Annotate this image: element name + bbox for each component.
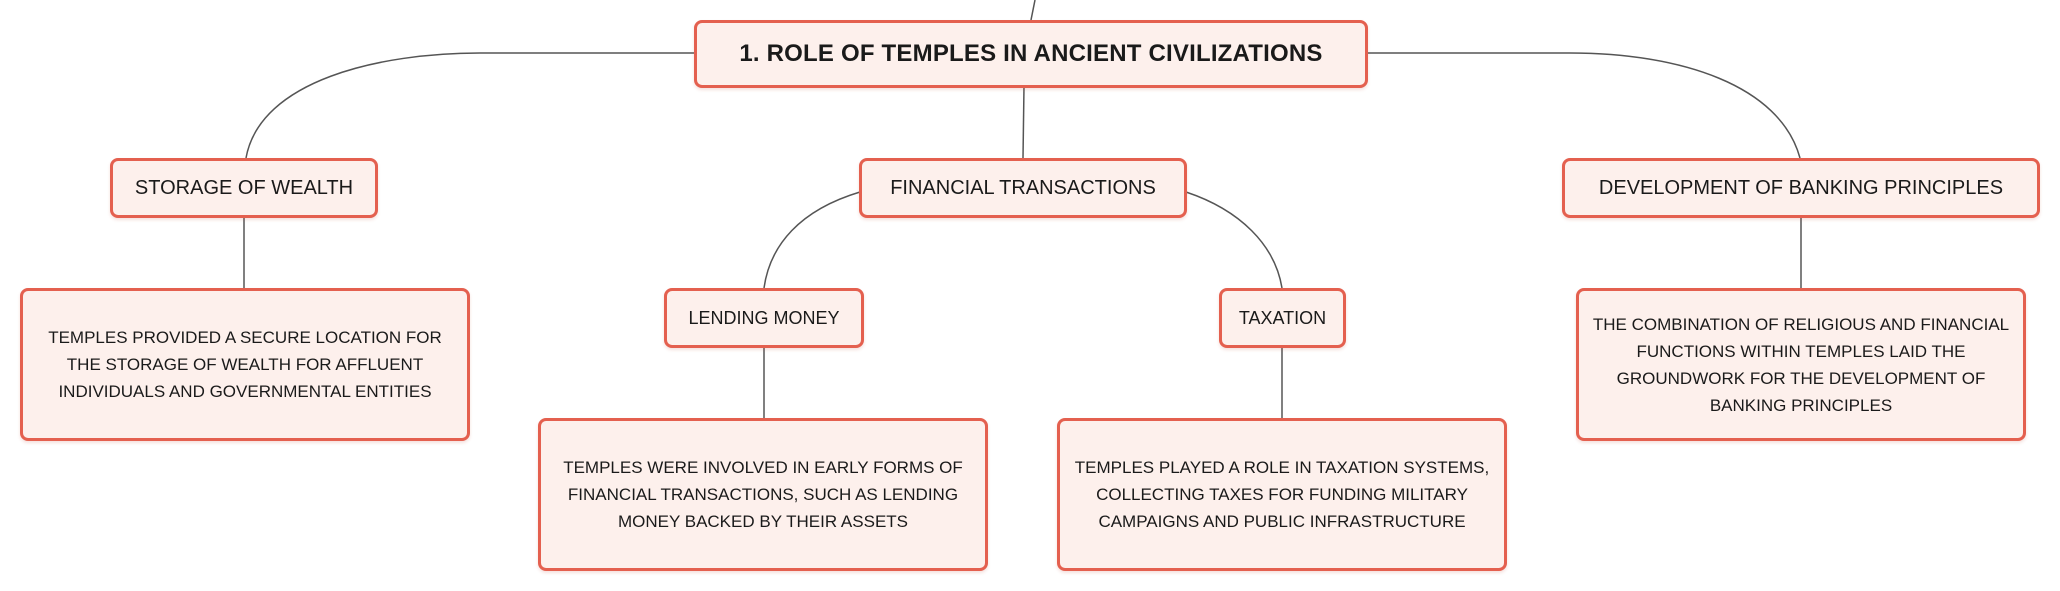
- detail-taxation[interactable]: TEMPLES PLAYED A ROLE IN TAXATION SYSTEM…: [1057, 418, 1507, 571]
- topic-label: DEVELOPMENT OF BANKING PRINCIPLES: [1598, 176, 2004, 199]
- detail-lending-money[interactable]: TEMPLES WERE INVOLVED IN EARLY FORMS OF …: [538, 418, 988, 571]
- root-topic-node[interactable]: 1. ROLE OF TEMPLES IN ANCIENT CIVILIZATI…: [694, 20, 1368, 88]
- topic-label: STORAGE OF WEALTH: [134, 176, 354, 199]
- topic-label: FINANCIAL TRANSACTIONS: [890, 176, 1156, 199]
- connector-root-financial: [1022, 85, 1025, 159]
- topic-storage-of-wealth[interactable]: STORAGE OF WEALTH: [110, 158, 378, 218]
- connector-root-storage: [245, 52, 694, 159]
- subtopic-taxation[interactable]: TAXATION: [1219, 288, 1346, 348]
- connector-financial-lending: [763, 191, 861, 289]
- connector-root-parent: [1030, 0, 1036, 21]
- topic-development-of-banking-principles[interactable]: DEVELOPMENT OF BANKING PRINCIPLES: [1562, 158, 2040, 218]
- detail-text: TEMPLES PLAYED A ROLE IN TAXATION SYSTEM…: [1074, 458, 1490, 531]
- detail-text: TEMPLES PROVIDED A SECURE LOCATION FOR T…: [48, 328, 442, 401]
- detail-storage-of-wealth[interactable]: TEMPLES PROVIDED A SECURE LOCATION FOR T…: [20, 288, 470, 441]
- subtopic-label: LENDING MONEY: [688, 307, 840, 328]
- detail-text: TEMPLES WERE INVOLVED IN EARLY FORMS OF …: [563, 458, 963, 531]
- subtopic-label: TAXATION: [1238, 307, 1327, 328]
- topic-financial-transactions[interactable]: FINANCIAL TRANSACTIONS: [859, 158, 1187, 218]
- detail-development-of-banking-principles[interactable]: THE COMBINATION OF RELIGIOUS AND FINANCI…: [1576, 288, 2026, 441]
- connector-root-banking: [1366, 52, 1801, 159]
- detail-text: THE COMBINATION OF RELIGIOUS AND FINANCI…: [1592, 314, 2010, 415]
- connector-financial-taxation: [1185, 191, 1283, 289]
- root-topic-label: 1. ROLE OF TEMPLES IN ANCIENT CIVILIZATI…: [739, 40, 1323, 67]
- subtopic-lending-money[interactable]: LENDING MONEY: [664, 288, 864, 348]
